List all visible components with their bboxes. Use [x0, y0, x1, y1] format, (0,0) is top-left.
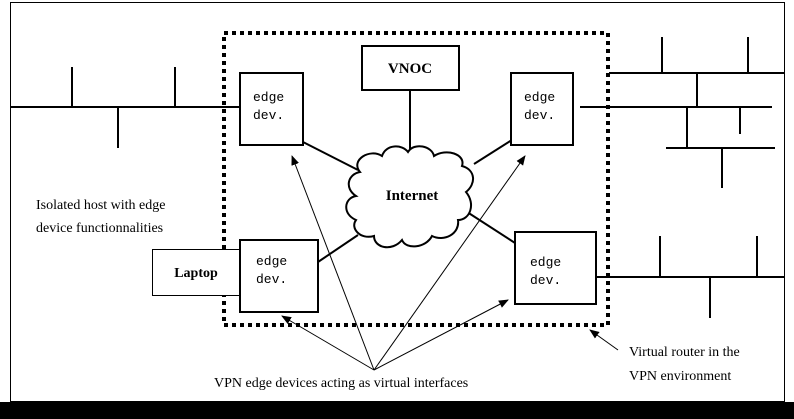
diagram-frame — [10, 2, 785, 402]
laptop-label: Laptop — [174, 266, 218, 281]
edge-device-label-line1: edge — [253, 90, 284, 105]
vnoc-label: VNOC — [388, 61, 432, 77]
internet-links — [302, 90, 516, 263]
edge-device-label-line2: dev. — [256, 272, 287, 287]
edge-device-label-line1: edge — [524, 90, 555, 105]
virtual-router-boundary — [222, 31, 610, 327]
virtual-router-caption-line2: VPN environment — [629, 369, 731, 384]
edge-device-label-line1: edge — [530, 255, 561, 270]
right-top-lan — [580, 37, 784, 188]
edge-device-label-line2: dev. — [253, 108, 284, 123]
isolated-host-caption-line1: Isolated host with edge — [36, 198, 165, 213]
right-bottom-lan — [596, 236, 784, 318]
virtual-router-caption-line1: Virtual router in the — [629, 345, 740, 360]
edge-device-label-line2: dev. — [524, 108, 555, 123]
isolated-host-caption-line2: device functionnalities — [36, 221, 163, 236]
arrow-to-virtual-router — [589, 329, 619, 351]
internet-cloud — [345, 145, 474, 249]
edge-device-bottom-right: edge dev. — [514, 231, 597, 305]
edge-device-bottom-left: edge dev. — [239, 239, 319, 313]
edge-device-label-line2: dev. — [530, 273, 561, 288]
vnoc-node: VNOC — [361, 45, 460, 91]
arrow-to-edge-top-left — [291, 155, 375, 371]
left-lan — [10, 67, 240, 148]
edge-device-top-left: edge dev. — [239, 72, 304, 146]
footer-band — [0, 402, 794, 419]
vpn-edge-caption: VPN edge devices acting as virtual inter… — [214, 376, 468, 391]
laptop-node: Laptop — [152, 249, 240, 296]
pointer-arrows — [281, 155, 619, 371]
arrow-to-edge-bottom-left — [281, 315, 375, 371]
edge-device-top-right: edge dev. — [510, 72, 574, 146]
arrow-to-edge-top-right — [373, 155, 526, 371]
internet-label: Internet — [386, 188, 439, 204]
arrow-to-edge-bottom-right — [373, 299, 509, 371]
edge-device-label-line1: edge — [256, 254, 287, 269]
